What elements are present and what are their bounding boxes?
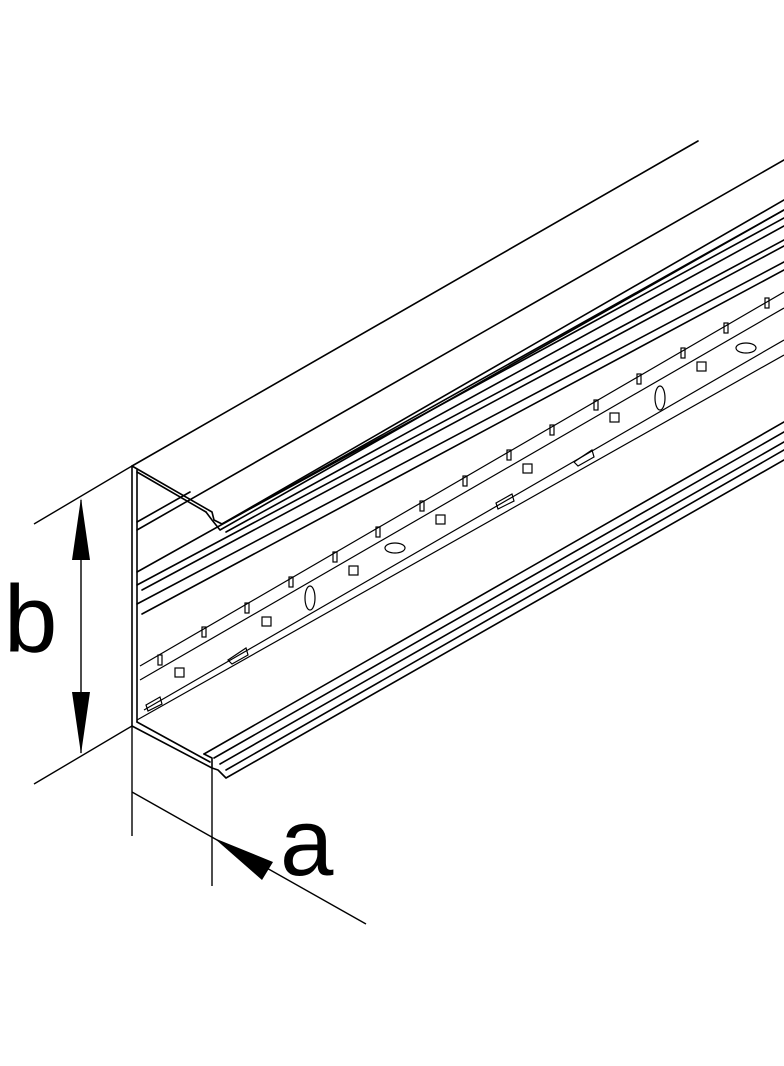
base-back-edge <box>131 725 213 769</box>
top-lip-1 <box>205 209 784 531</box>
top-lip-2 <box>221 217 784 525</box>
base-lip-3 <box>219 441 784 765</box>
ridge-c <box>136 261 784 605</box>
dim-a-label: a <box>280 789 334 896</box>
ridge-c-lower <box>141 269 784 615</box>
ridge-a-top <box>136 159 784 531</box>
base-lip-top <box>203 421 784 755</box>
ridge-b-mid <box>136 239 784 586</box>
strip-top-edge <box>139 291 784 667</box>
square-holes <box>174 361 707 678</box>
keyhole-slots <box>145 342 757 712</box>
dim-b-extension-top <box>33 465 133 525</box>
top-flange-edge <box>131 199 784 525</box>
dim-b-arrow-up-icon <box>72 498 90 560</box>
base-lip-4 <box>225 449 784 771</box>
ridge-a-front <box>136 491 191 523</box>
ridge-b-top <box>136 209 784 573</box>
dim-b-arrow-down-icon <box>72 692 90 754</box>
top-back-edge <box>131 140 699 467</box>
strip-tab-line <box>139 307 784 681</box>
dim-a-arrow-icon <box>214 838 273 880</box>
strip-tabs <box>157 297 770 666</box>
top-flange-inner <box>136 471 207 513</box>
base-lip-front <box>203 459 784 779</box>
strip-lower-edge <box>143 339 784 711</box>
dim-b-label: b <box>4 566 57 673</box>
dim-b-extension-bottom <box>33 725 133 785</box>
strip-bottom <box>136 354 784 721</box>
ridge-b-lower <box>141 245 784 591</box>
base-lip-2 <box>213 431 784 759</box>
top-lip-3 <box>225 225 784 533</box>
base-inner-edge <box>136 721 211 763</box>
